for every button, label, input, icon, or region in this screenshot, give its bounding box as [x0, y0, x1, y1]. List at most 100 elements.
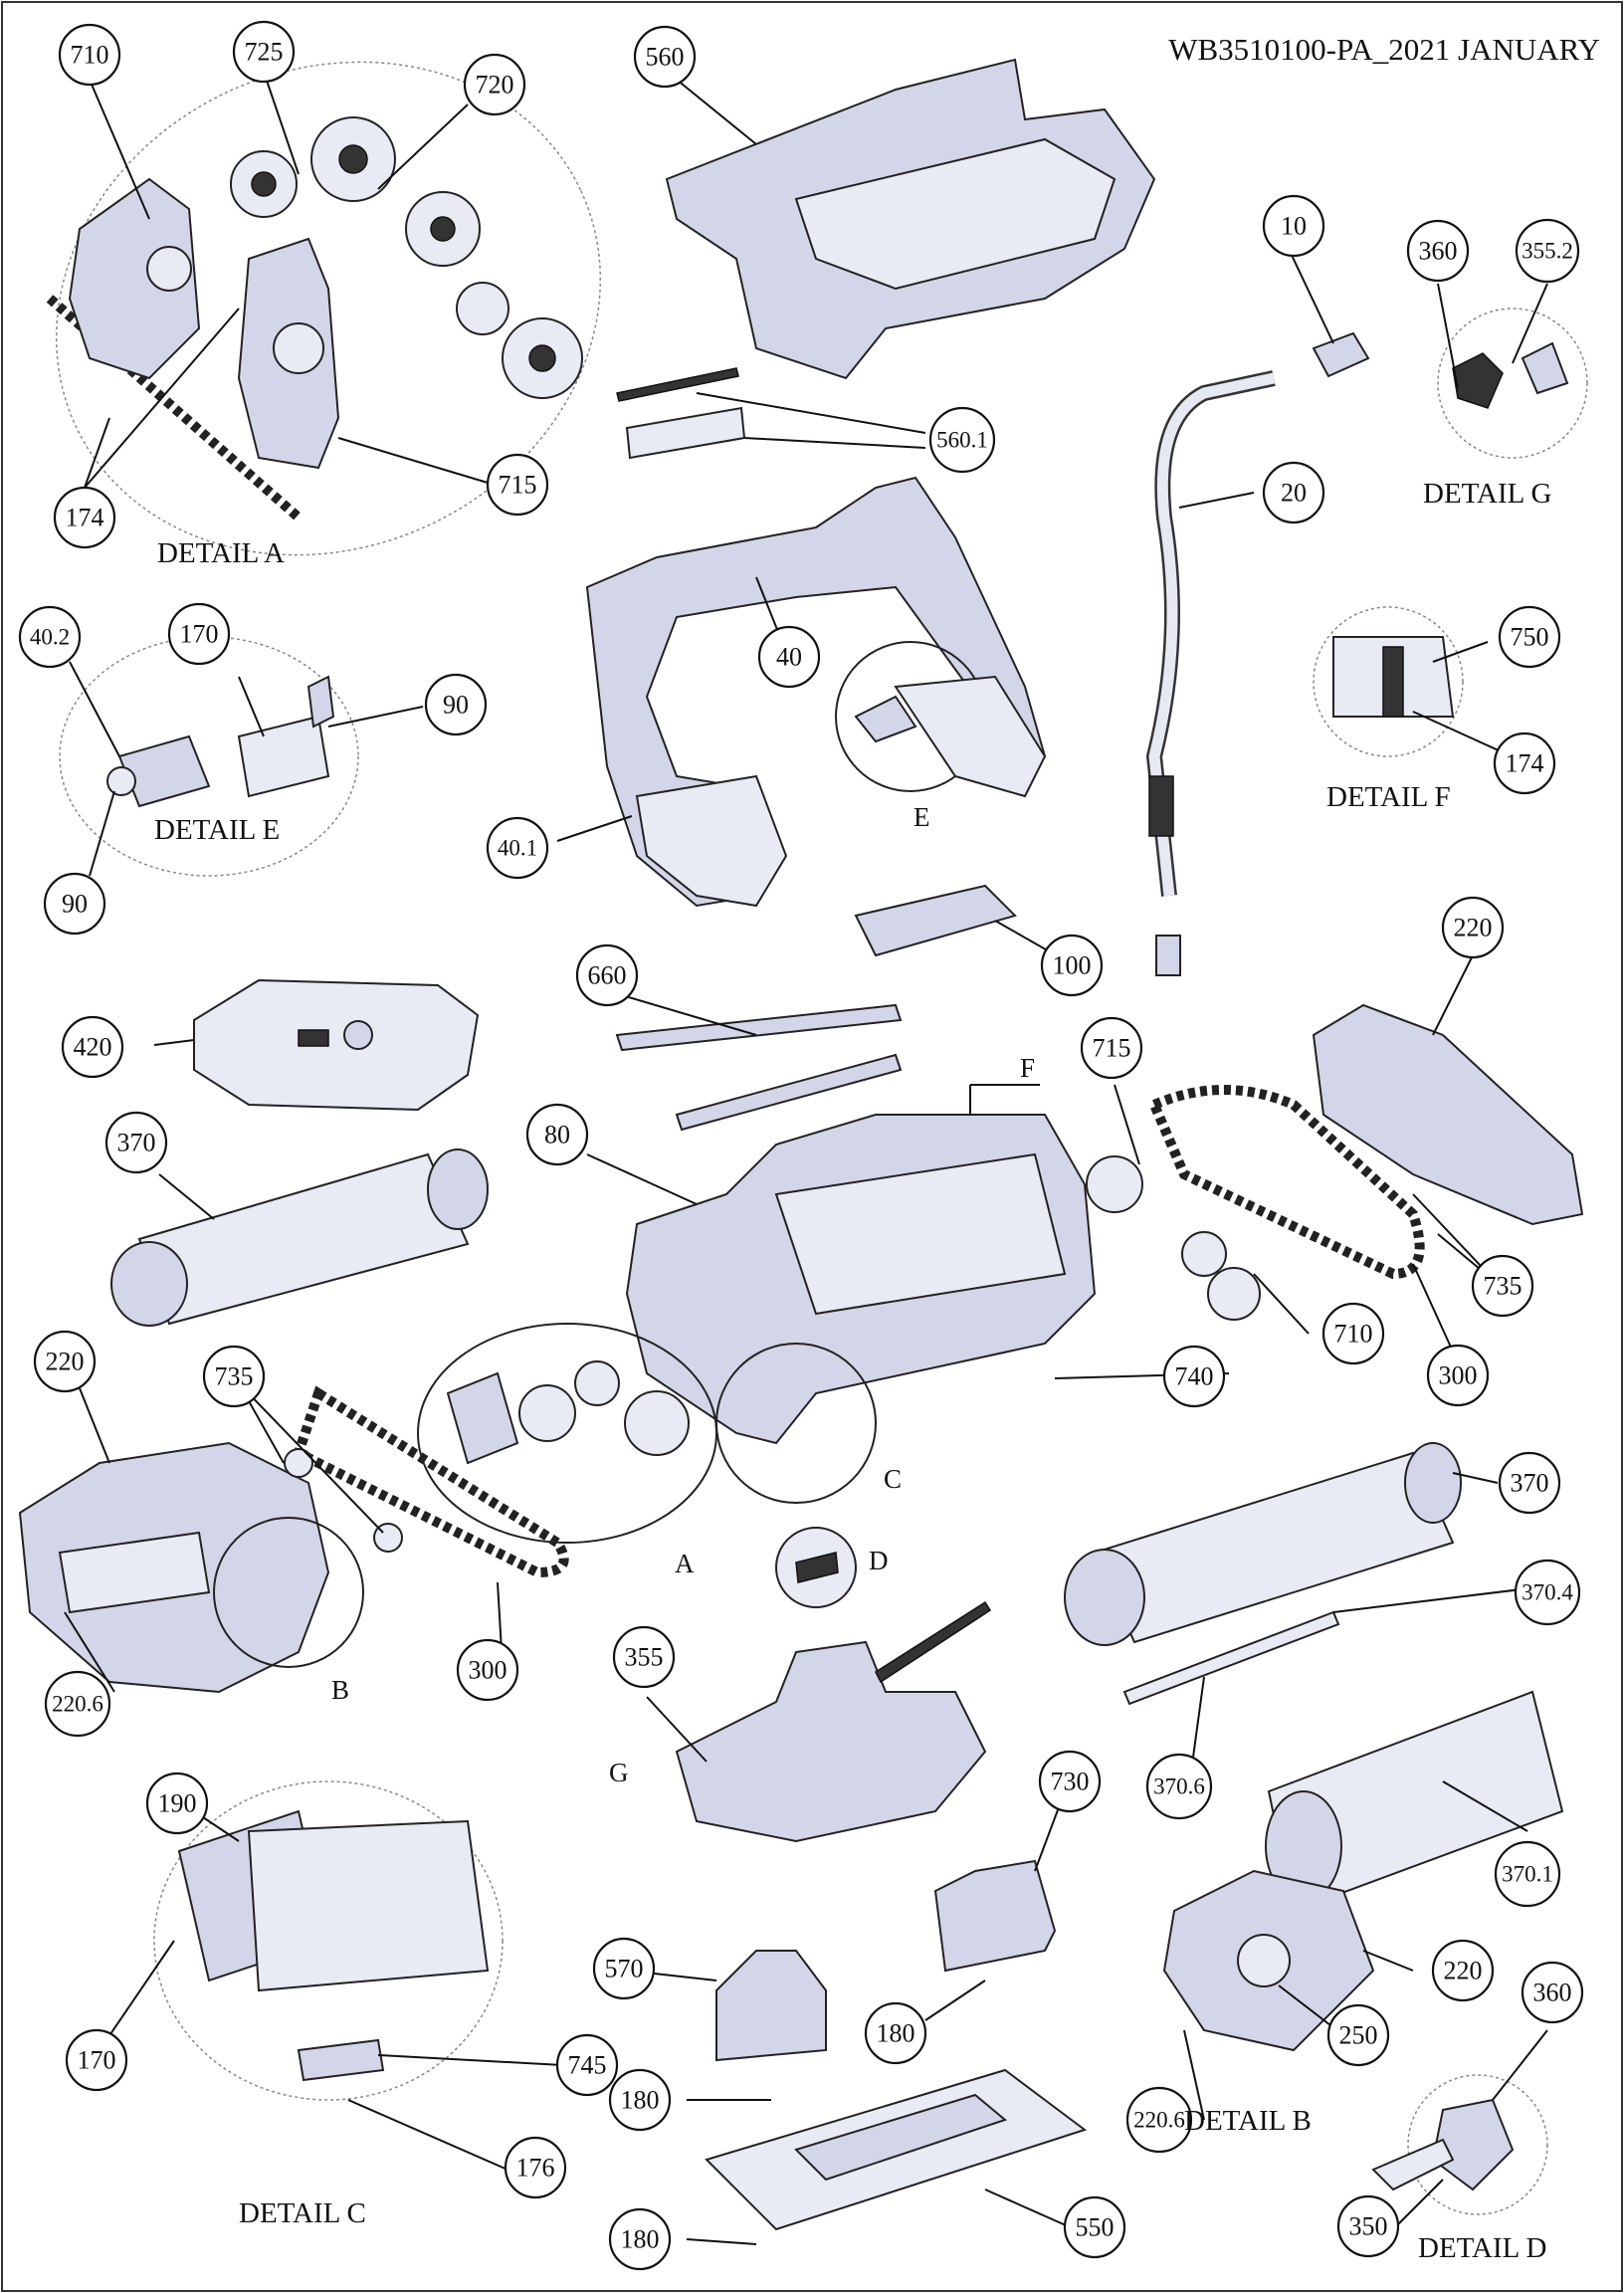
callout-300-l: 300	[456, 1638, 519, 1702]
svg-text:220: 220	[1454, 914, 1493, 942]
svg-text:420: 420	[74, 1033, 112, 1062]
svg-text:370: 370	[117, 1129, 156, 1157]
detail-titles: DETAIL A DETAIL B DETAIL C DETAIL D DETA…	[154, 478, 1552, 2264]
detail-a-title: DETAIL A	[157, 537, 285, 569]
callout-170-c: 170	[65, 2028, 128, 2092]
callout-350: 350	[1336, 2194, 1400, 2258]
svg-text:220: 220	[46, 1348, 85, 1376]
callout-715-r: 715	[1080, 1016, 1143, 1080]
svg-text:90: 90	[443, 691, 469, 720]
svg-text:560: 560	[646, 43, 685, 72]
svg-text:370.6: 370.6	[1153, 1774, 1205, 1799]
callout-40-1: 40.1	[486, 816, 549, 880]
part-40-handle	[585, 476, 1047, 957]
svg-text:355: 355	[625, 1643, 664, 1672]
svg-text:710: 710	[71, 41, 109, 70]
svg-text:355.2: 355.2	[1522, 239, 1573, 264]
svg-text:360: 360	[1533, 1979, 1572, 2007]
callout-710: 710	[58, 23, 121, 87]
callout-725: 725	[232, 20, 296, 84]
svg-text:370.1: 370.1	[1502, 1862, 1553, 1887]
part-560-cover	[616, 58, 1156, 460]
svg-text:550: 550	[1076, 2213, 1115, 2242]
detail-e-title: DETAIL E	[154, 814, 280, 846]
svg-text:20: 20	[1281, 479, 1307, 508]
callout-90-a: 90	[424, 673, 488, 736]
detail-g-illustration	[1437, 308, 1588, 459]
detail-g-title: DETAIL G	[1423, 478, 1552, 510]
letter-g: G	[609, 1758, 629, 1787]
callout-660: 660	[575, 943, 639, 1007]
callout-360-d: 360	[1521, 1961, 1584, 2024]
callout-90-b: 90	[43, 872, 106, 936]
callouts: 710 725 720 560 10 360 355.2 560.1 715 1…	[18, 20, 1584, 2271]
callout-370-1: 370.1	[1494, 1840, 1561, 1908]
part-220-side-right	[1086, 1003, 1584, 1321]
callout-730: 730	[1038, 1750, 1102, 1813]
svg-text:745: 745	[568, 2051, 607, 2080]
callout-220-6-l: 220.6	[44, 1670, 111, 1738]
detail-letters: E F A B C D G	[331, 802, 1040, 1787]
detail-b-title: DETAIL B	[1184, 2105, 1312, 2137]
svg-text:300: 300	[1439, 1361, 1478, 1390]
callout-180-a: 180	[864, 2001, 927, 2065]
svg-text:735: 735	[1484, 1272, 1522, 1301]
svg-text:740: 740	[1175, 1362, 1214, 1391]
callout-80: 80	[525, 1103, 589, 1166]
svg-text:715: 715	[499, 471, 537, 500]
svg-text:220.6: 220.6	[1133, 2108, 1185, 2133]
callout-20: 20	[1262, 461, 1325, 524]
callout-176: 176	[504, 2136, 567, 2199]
detail-c-illustration	[153, 1780, 504, 2101]
document-code: WB3510100-PA_2021 JANUARY	[1168, 32, 1600, 67]
callout-220-l: 220	[33, 1330, 97, 1393]
detail-f-title: DETAIL F	[1326, 781, 1451, 813]
callout-420: 420	[61, 1015, 124, 1079]
svg-text:715: 715	[1093, 1034, 1131, 1063]
svg-text:40: 40	[776, 643, 802, 672]
svg-text:190: 190	[158, 1789, 197, 1818]
detail-c-marker	[715, 1343, 877, 1504]
letter-e: E	[914, 802, 930, 832]
part-370-roller-right	[1064, 1442, 1564, 1913]
callout-735-l: 735	[202, 1345, 266, 1408]
svg-text:710: 710	[1334, 1320, 1373, 1349]
part-420-box	[193, 978, 480, 1112]
callout-180-c: 180	[608, 2207, 672, 2271]
detail-d-title: DETAIL D	[1418, 2232, 1546, 2264]
svg-text:180: 180	[621, 2086, 660, 2115]
part-220-side-left	[18, 1385, 569, 1694]
callout-100: 100	[1040, 934, 1104, 997]
callout-250: 250	[1326, 2003, 1390, 2067]
callout-720: 720	[463, 53, 526, 116]
callout-355: 355	[612, 1625, 676, 1689]
detail-d-small	[775, 1527, 857, 1608]
callout-370-r: 370	[1498, 1451, 1561, 1515]
svg-text:370: 370	[1511, 1469, 1549, 1498]
svg-text:80: 80	[544, 1121, 570, 1149]
svg-text:735: 735	[215, 1362, 254, 1391]
detail-b-illustration	[1162, 1869, 1375, 2052]
callout-570: 570	[592, 1937, 656, 2000]
svg-text:560.1: 560.1	[936, 428, 988, 453]
callout-220-r: 220	[1441, 896, 1505, 959]
svg-text:725: 725	[245, 38, 284, 67]
callout-190: 190	[145, 1772, 209, 1835]
callout-40-2: 40.2	[18, 605, 82, 669]
part-20-cable	[1145, 331, 1370, 976]
svg-text:220.6: 220.6	[52, 1692, 103, 1717]
svg-text:730: 730	[1051, 1768, 1090, 1796]
callout-715: 715	[486, 453, 549, 517]
svg-text:180: 180	[877, 2019, 915, 2048]
detail-c-title: DETAIL C	[239, 2197, 366, 2229]
letter-b: B	[331, 1675, 349, 1705]
detail-a-illustration	[46, 61, 602, 556]
callout-370-4: 370.4	[1514, 1559, 1581, 1626]
detail-a-gears-small	[446, 1360, 690, 1465]
part-550-base-plate	[705, 2068, 1088, 2231]
svg-text:300: 300	[469, 1656, 508, 1685]
svg-text:720: 720	[476, 71, 514, 100]
